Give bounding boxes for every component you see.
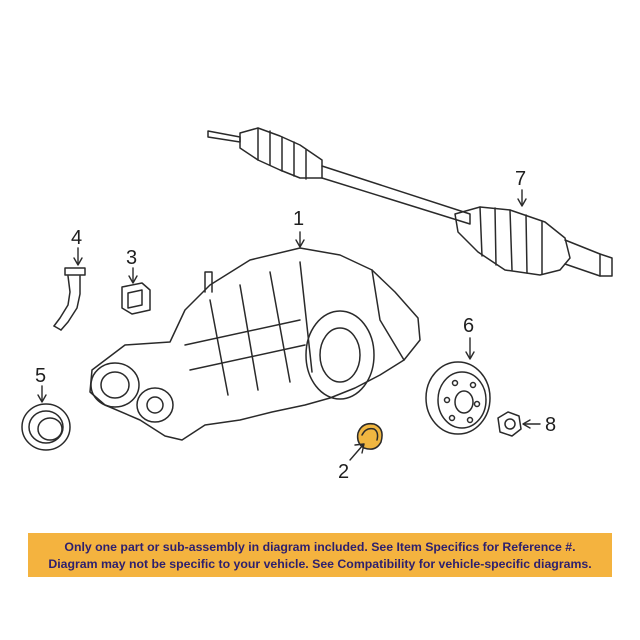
companion-flange-part — [425, 361, 491, 435]
disclaimer-line-2: Diagram may not be specific to your vehi… — [48, 557, 592, 571]
callout-4: 4 — [71, 227, 82, 249]
disclaimer-banner: Only one part or sub-assembly in diagram… — [28, 533, 612, 577]
disclaimer-line-1: Only one part or sub-assembly in diagram… — [64, 540, 576, 554]
axle-shaft-part — [207, 127, 613, 277]
differential-housing-part — [89, 247, 421, 441]
highlighted-seal-part — [356, 422, 383, 450]
callout-8: 8 — [545, 414, 556, 436]
callout-7: 7 — [515, 168, 526, 190]
callout-3: 3 — [126, 247, 137, 269]
axle-seal-part — [21, 403, 71, 451]
vent-hose-part — [53, 267, 86, 331]
bracket-part — [121, 282, 151, 315]
callout-numbers: 1 2 3 4 5 6 7 8 — [35, 168, 556, 483]
leader-lines — [37, 189, 541, 461]
callout-6: 6 — [463, 315, 474, 337]
callout-2: 2 — [338, 461, 349, 483]
callout-5: 5 — [35, 365, 46, 387]
flange-nut-part — [497, 411, 522, 437]
callout-1: 1 — [293, 208, 304, 230]
